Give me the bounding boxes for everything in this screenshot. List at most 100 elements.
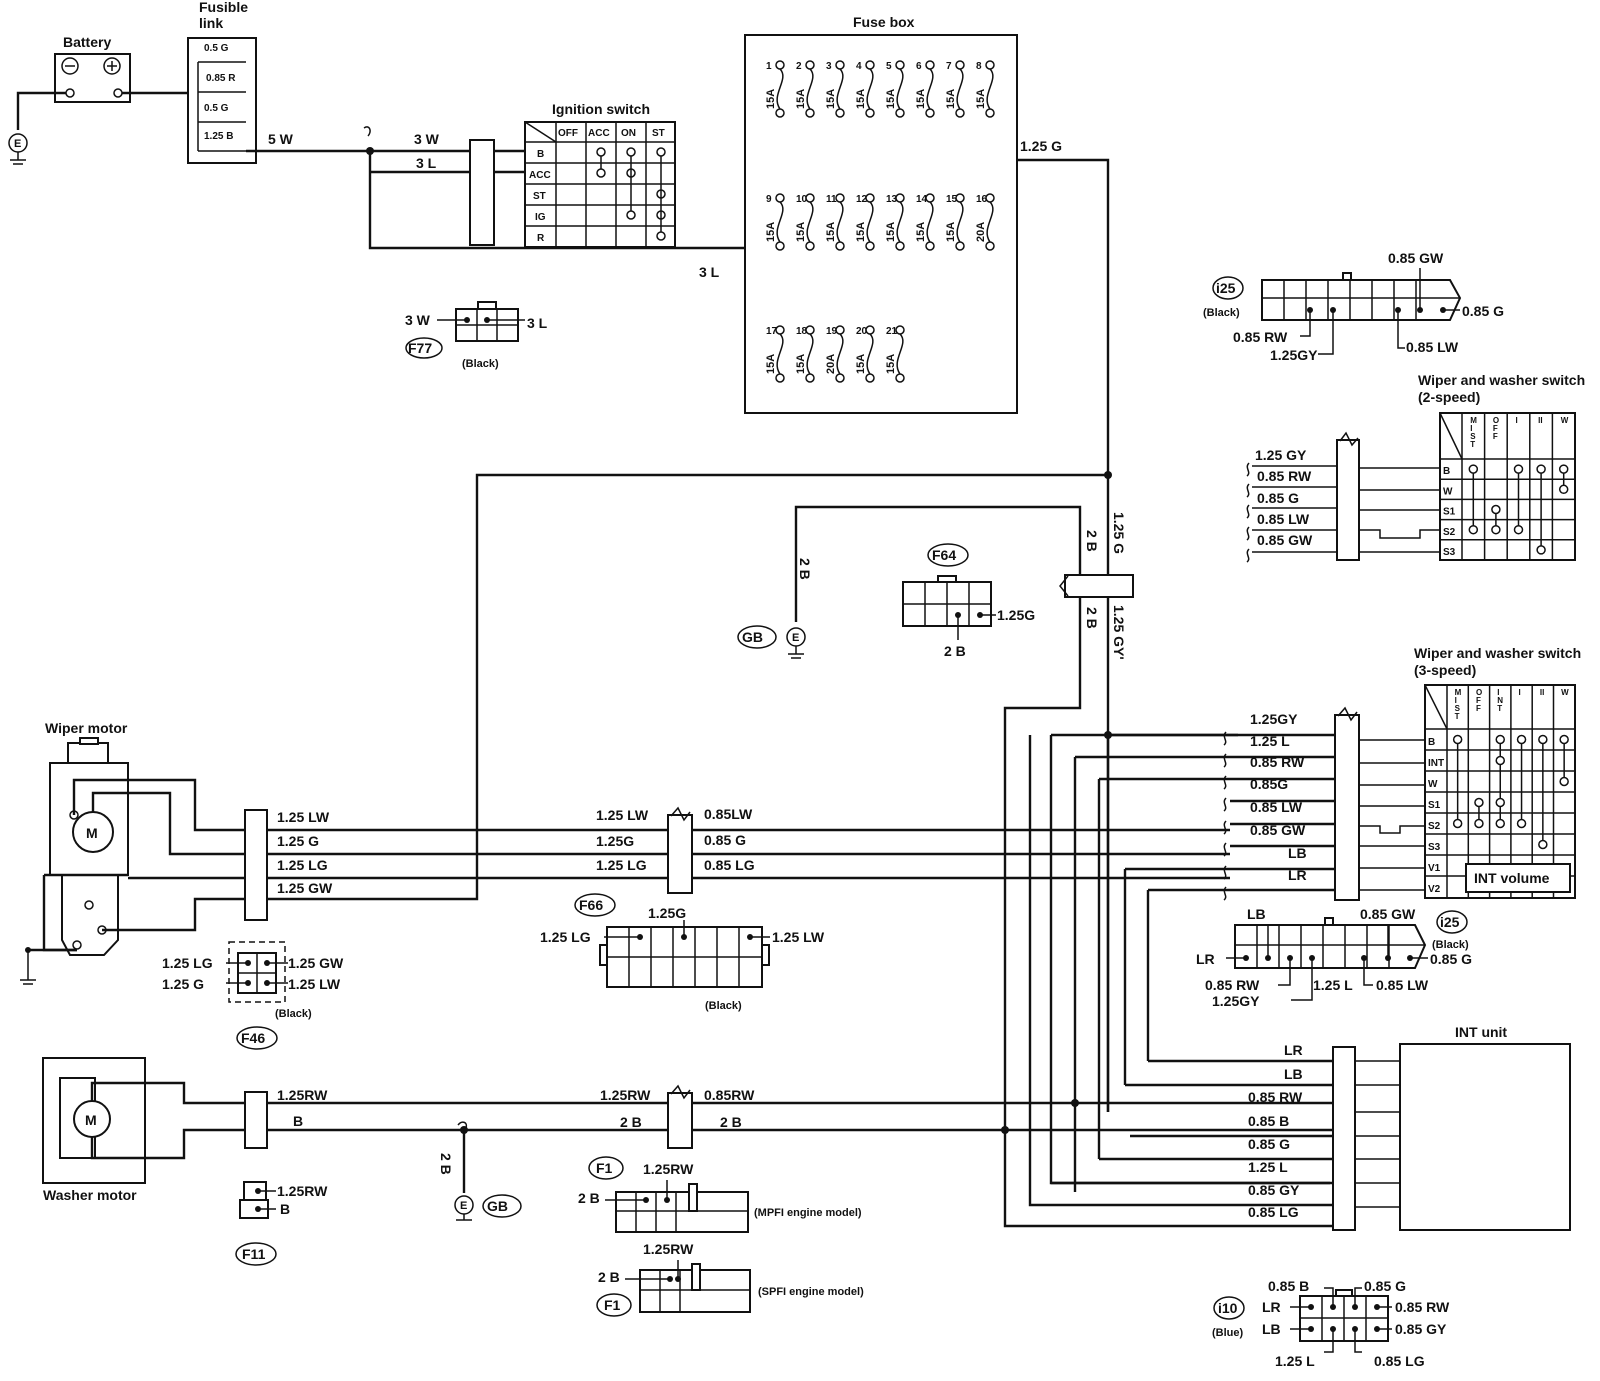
svg-text:0.85 LW: 0.85 LW	[1250, 799, 1303, 815]
connector-f66: F66 1.25 LG 1.25G 1.25 LW (Black)	[540, 893, 825, 1012]
svg-text:Fusible: Fusible	[199, 0, 248, 15]
svg-text:(Black): (Black)	[275, 1008, 312, 1020]
fuse-8: 8 15A	[975, 60, 995, 118]
svg-text:I: I	[1516, 416, 1518, 425]
svg-text:0.85 GW: 0.85 GW	[1250, 822, 1306, 838]
svg-text:(SPFI engine model): (SPFI engine model)	[758, 1286, 864, 1298]
svg-text:10: 10	[796, 194, 808, 205]
svg-text:1.25RW: 1.25RW	[600, 1087, 651, 1103]
connector-f46: 1.25 LG 1.25 G 1.25 GW 1.25 LW (Black) F…	[162, 941, 344, 1050]
svg-text:3 L: 3 L	[416, 155, 437, 171]
svg-text:1.25RW: 1.25RW	[277, 1183, 328, 1199]
svg-text:IG: IG	[535, 212, 546, 223]
svg-text:B: B	[1443, 466, 1450, 477]
svg-text:21: 21	[886, 326, 898, 337]
connector-f64: F64 1.25G 2 B	[902, 543, 1035, 659]
connector-i25-top: i25 (Black) 0.85 GW 0.85 G 0.85 RW 0.85 …	[1203, 250, 1504, 363]
svg-text:F: F	[1476, 696, 1481, 705]
svg-text:(Black): (Black)	[462, 358, 499, 370]
svg-text:19: 19	[826, 326, 838, 337]
svg-text:1.25RW: 1.25RW	[643, 1161, 694, 1177]
svg-text:INT volume: INT volume	[1474, 870, 1550, 886]
svg-text:1.25 LW: 1.25 LW	[772, 929, 825, 945]
svg-text:0.85 GW: 0.85 GW	[1388, 250, 1444, 266]
svg-text:1.25 G: 1.25 G	[1111, 512, 1127, 554]
svg-text:S: S	[1470, 432, 1476, 441]
svg-text:6: 6	[916, 61, 922, 72]
svg-text:(3-speed): (3-speed)	[1414, 662, 1476, 678]
svg-text:15A: 15A	[765, 354, 777, 374]
svg-text:F1: F1	[596, 1160, 613, 1176]
svg-text:9: 9	[766, 194, 772, 205]
svg-text:15A: 15A	[945, 89, 957, 109]
svg-text:15A: 15A	[915, 222, 927, 242]
svg-text:1.25 GW: 1.25 GW	[288, 955, 344, 971]
int-unit: INT unit LR LB 0.85 RW 0.85 B 0.85 G 1.2…	[1248, 1024, 1571, 1231]
svg-text:1.25 GY': 1.25 GY'	[1111, 605, 1127, 660]
wire-5w-label: 5 W	[268, 131, 294, 147]
svg-text:F11: F11	[242, 1246, 266, 1262]
svg-text:3 W: 3 W	[405, 312, 431, 328]
svg-text:1.25 G: 1.25 G	[277, 833, 319, 849]
ground-battery-icon: E	[8, 133, 28, 165]
svg-text:15A: 15A	[885, 222, 897, 242]
svg-text:0.85 G: 0.85 G	[1248, 1136, 1290, 1152]
svg-text:W: W	[1443, 486, 1453, 497]
svg-text:LR: LR	[1284, 1042, 1303, 1058]
svg-text:T: T	[1455, 712, 1460, 721]
svg-text:F66: F66	[579, 897, 603, 913]
svg-text:i25: i25	[1440, 914, 1460, 930]
svg-text:LB: LB	[1288, 845, 1307, 861]
svg-text:M: M	[1455, 688, 1462, 697]
svg-text:W: W	[1428, 779, 1438, 790]
svg-text:LR: LR	[1288, 867, 1307, 883]
svg-text:8: 8	[976, 61, 982, 72]
svg-text:0.85 B: 0.85 B	[1268, 1278, 1309, 1294]
svg-text:15A: 15A	[795, 89, 807, 109]
svg-text:V2: V2	[1428, 884, 1441, 895]
svg-text:GB: GB	[742, 629, 763, 645]
svg-text:15A: 15A	[915, 89, 927, 109]
svg-text:Wiper and washer switch: Wiper and washer switch	[1414, 645, 1581, 661]
svg-text:15A: 15A	[795, 354, 807, 374]
svg-text:N: N	[1497, 696, 1503, 705]
svg-text:0.85 RW: 0.85 RW	[1257, 468, 1312, 484]
wiper-switch-2speed: Wiper and washer switch (2-speed) 1.25 G…	[1246, 372, 1585, 563]
svg-text:S2: S2	[1428, 821, 1441, 832]
svg-text:3 L: 3 L	[527, 315, 548, 331]
svg-text:2 B: 2 B	[1084, 607, 1100, 629]
svg-text:S2: S2	[1443, 527, 1456, 538]
svg-text:1.25GY: 1.25GY	[1212, 993, 1260, 1009]
svg-text:Wiper and washer switch: Wiper and washer switch	[1418, 372, 1585, 388]
svg-text:LB: LB	[1284, 1066, 1303, 1082]
svg-text:0.85 GW: 0.85 GW	[1360, 906, 1416, 922]
svg-text:0.85LW: 0.85LW	[704, 806, 753, 822]
svg-text:15A: 15A	[975, 89, 987, 109]
svg-text:1.25 GW: 1.25 GW	[277, 880, 333, 896]
svg-text:Wiper motor: Wiper motor	[45, 720, 128, 736]
svg-text:17: 17	[766, 326, 778, 337]
svg-text:(Black): (Black)	[1203, 307, 1240, 319]
svg-text:0.85 RW: 0.85 RW	[1233, 329, 1288, 345]
svg-text:1.25 G: 1.25 G	[1020, 138, 1062, 154]
svg-text:11: 11	[826, 194, 837, 205]
svg-text:15A: 15A	[855, 354, 867, 374]
svg-text:I: I	[1519, 688, 1521, 697]
svg-text:1.25 L: 1.25 L	[1275, 1353, 1315, 1369]
svg-text:1.25 L: 1.25 L	[1250, 733, 1290, 749]
svg-text:15A: 15A	[855, 89, 867, 109]
svg-text:14: 14	[916, 194, 928, 205]
svg-text:1.25G: 1.25G	[997, 607, 1035, 623]
svg-text:0.85 GY: 0.85 GY	[1248, 1182, 1300, 1198]
svg-text:7: 7	[946, 61, 952, 72]
svg-text:S: S	[1455, 704, 1461, 713]
svg-text:3 W: 3 W	[414, 131, 440, 147]
svg-text:15A: 15A	[945, 222, 957, 242]
